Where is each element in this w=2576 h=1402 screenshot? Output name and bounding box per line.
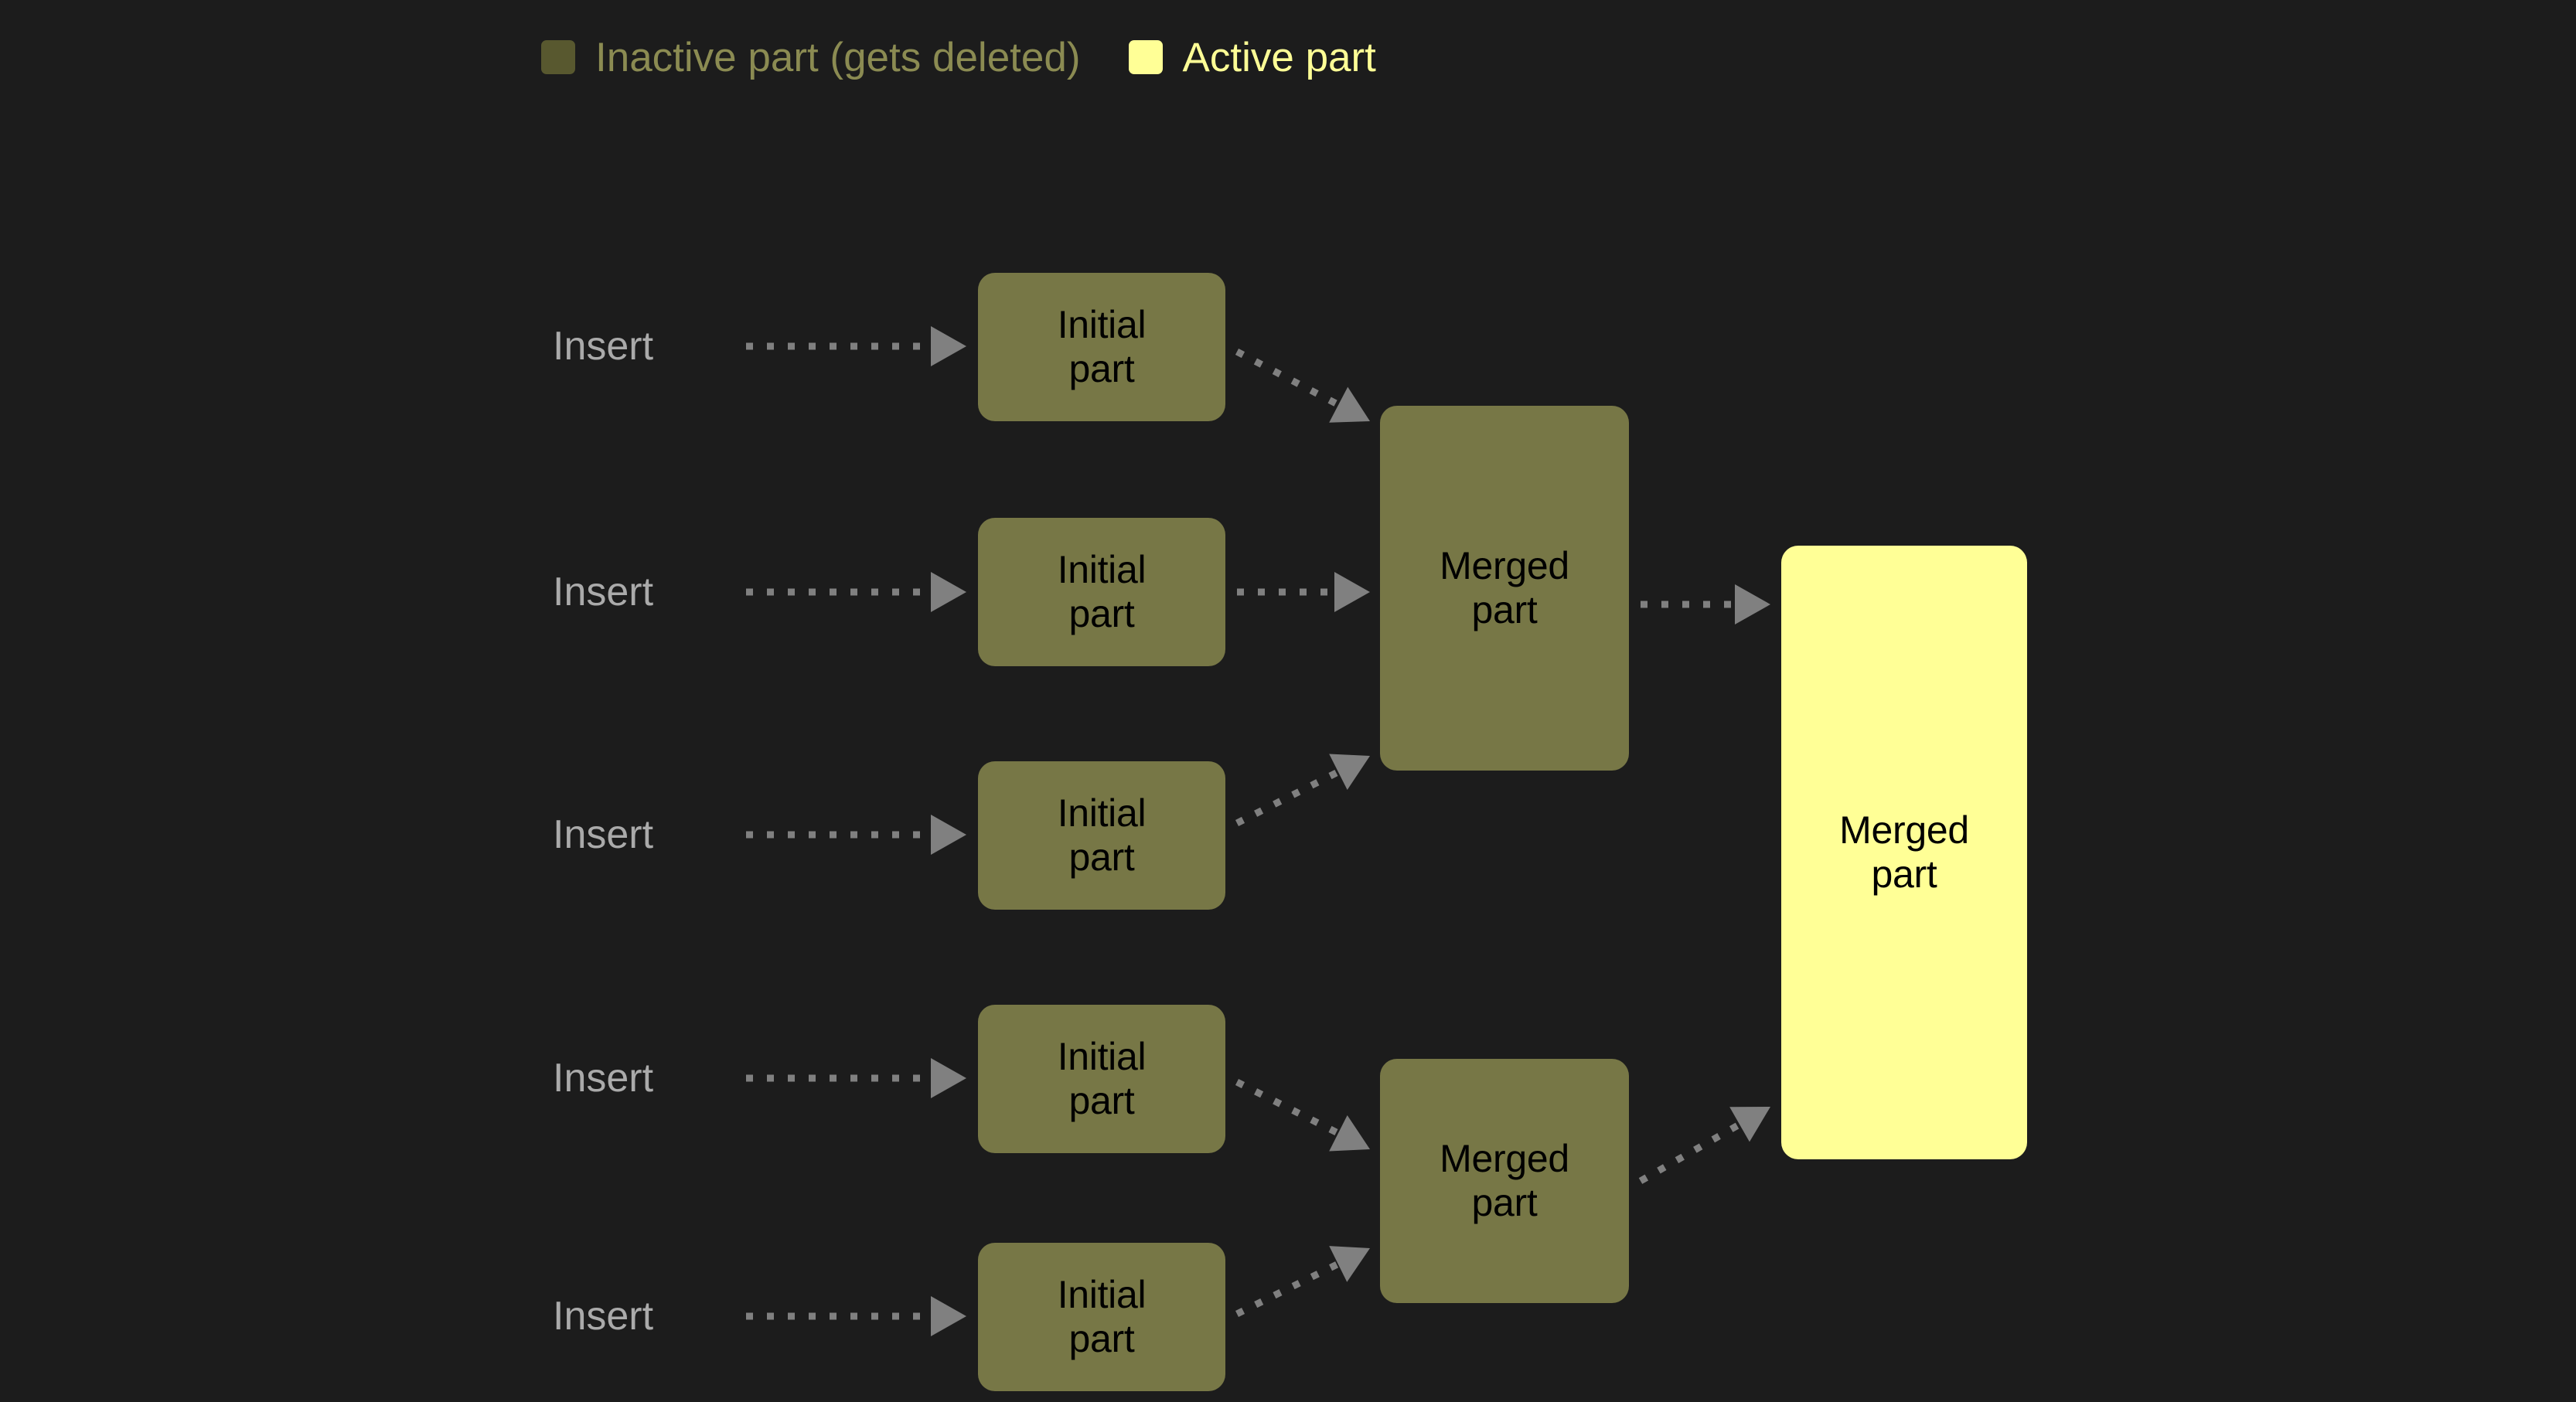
insert-label-3: Insert xyxy=(553,812,654,857)
arrow-head-icon xyxy=(1735,584,1770,624)
legend-entry-inactive: Inactive part (gets deleted) xyxy=(541,37,1081,78)
legend-label-active: Active part xyxy=(1182,34,1376,80)
legend-entry-active: Active part xyxy=(1128,34,1376,80)
legend-label-inactive: Inactive part (gets deleted) xyxy=(595,34,1081,80)
arrow-head-icon xyxy=(1329,1246,1370,1282)
arrow-head-icon xyxy=(1729,1107,1770,1142)
insert-label-5: Insert xyxy=(553,1294,654,1339)
arrow-line xyxy=(1235,349,1344,410)
arrow-head-icon xyxy=(1329,386,1370,423)
active-swatch-icon xyxy=(1128,40,1163,74)
arrow-line xyxy=(1235,1258,1344,1318)
legend: Inactive part (gets deleted) Active part xyxy=(541,26,1376,88)
arrow-line xyxy=(1235,767,1344,827)
arrow-head-icon xyxy=(931,572,966,612)
arrow-head-icon xyxy=(1329,1115,1370,1152)
arrow-head-icon xyxy=(931,1296,966,1336)
arrow-head-icon xyxy=(931,1058,966,1098)
inactive-swatch-icon xyxy=(541,40,575,74)
insert-label-2: Insert xyxy=(553,570,654,614)
arrow-line xyxy=(1235,1078,1344,1138)
arrow-line xyxy=(1638,1118,1746,1184)
arrow-head-icon xyxy=(931,326,966,366)
arrow-head-icon xyxy=(1329,754,1370,790)
insert-label-4: Insert xyxy=(553,1056,654,1101)
arrow-head-icon xyxy=(931,815,966,855)
arrow-head-icon xyxy=(1334,572,1370,612)
insert-label-1: Insert xyxy=(553,324,654,369)
